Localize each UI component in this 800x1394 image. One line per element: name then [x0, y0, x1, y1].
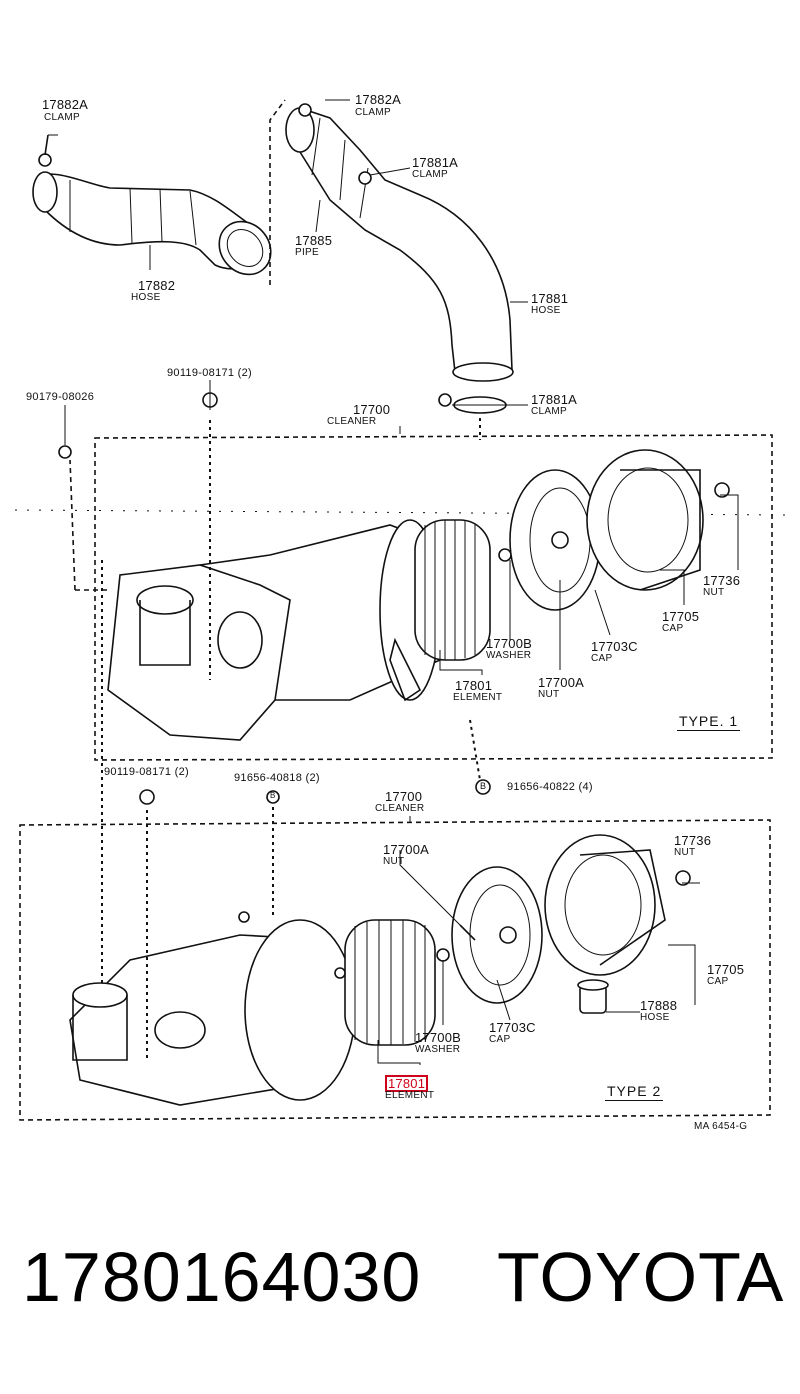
label-17881a-name: CLAMP [412, 169, 448, 180]
label-17705-2-name: CAP [707, 976, 729, 987]
b-marker-2: B [480, 781, 487, 791]
label-17882-number: 17882 [138, 278, 176, 293]
label-17736-2-number: 17736 [674, 833, 712, 848]
drawing-reference: MA 6454-G [694, 1121, 748, 1132]
label-17801-2-name: ELEMENT [385, 1090, 435, 1101]
label-17700-name: CLEANER [327, 416, 377, 427]
label-17700b-name: WASHER [486, 650, 532, 661]
label-90179: 90179-08026 [26, 391, 95, 403]
label-17703c-number: 17703C [591, 639, 638, 654]
label-17882a-b-name: CLAMP [355, 107, 391, 118]
label-17703c-name: CAP [591, 653, 613, 664]
label-17700-number: 17700 [353, 402, 391, 417]
label-17882a-b-number: 17882A [355, 92, 402, 107]
type1-frame [94, 434, 773, 761]
label-17703c-2-name: CAP [489, 1034, 511, 1045]
b-marker-1: B [270, 791, 276, 800]
cleaner-type1-drawing [58, 392, 512, 741]
label-17801-number: 17801 [455, 678, 493, 693]
label-17801-name: ELEMENT [453, 692, 503, 703]
hose-17881-drawing [285, 103, 528, 414]
label-17700b-2-name: WASHER [415, 1044, 461, 1055]
label-17885-number: 17885 [295, 233, 333, 248]
cleaner-type2-drawing [69, 789, 450, 1106]
label-17700b-number: 17700B [486, 636, 533, 651]
label-17885-name: PIPE [295, 247, 319, 258]
label-17700-2-number: 17700 [385, 789, 423, 804]
hose-17882-drawing [32, 134, 272, 276]
label-17705-name: CAP [662, 623, 684, 634]
label-17705-2-number: 17705 [707, 962, 745, 977]
label-17705-number: 17705 [662, 609, 700, 624]
cap-type1-drawing [509, 449, 730, 611]
label-91656-40818: 91656-40818 (2) [234, 772, 320, 784]
label-17736-name: NUT [703, 587, 725, 598]
label-90119-mid: 90119-08171 (2) [104, 766, 190, 778]
label-17700b-2-number: 17700B [415, 1030, 462, 1045]
label-17881-number: 17881 [531, 291, 569, 306]
label-17882a-name: CLAMP [44, 112, 80, 123]
label-17881a-number: 17881A [412, 155, 459, 170]
label-91656-40822: 91656-40822 (4) [507, 781, 593, 793]
footer-brand: TOYOTA [497, 1238, 785, 1316]
label-17736-number: 17736 [703, 573, 741, 588]
label-17801-2-number-highlighted: 17801 [385, 1075, 429, 1092]
label-90119-top: 90119-08171 (2) [167, 367, 253, 379]
label-17700a-2-name: NUT [383, 856, 405, 867]
type1-label: TYPE. 1 [677, 713, 741, 731]
label-17881a-b-number: 17881A [531, 392, 578, 407]
type2-frame [19, 819, 771, 1121]
label-17888-name: HOSE [640, 1012, 670, 1023]
type2-label: TYPE 2 [605, 1083, 664, 1101]
leader-lines [48, 99, 739, 1065]
label-17881a-b-name: CLAMP [531, 406, 567, 417]
label-17700a-number: 17700A [538, 675, 585, 690]
label-17882-name: HOSE [131, 292, 161, 303]
label-17700a-2-number: 17700A [383, 842, 430, 857]
label-17700-2-name: CLEANER [375, 803, 425, 814]
footer-part-number: 1780164030 [22, 1238, 422, 1316]
label-17703c-2-number: 17703C [489, 1020, 536, 1035]
cap-type2-drawing [451, 834, 691, 1014]
label-17736-2-name: NUT [674, 847, 696, 858]
label-17888-number: 17888 [640, 998, 678, 1013]
label-17881-name: HOSE [531, 305, 561, 316]
label-17700a-name: NUT [538, 689, 560, 700]
label-17882a-number: 17882A [42, 97, 89, 112]
